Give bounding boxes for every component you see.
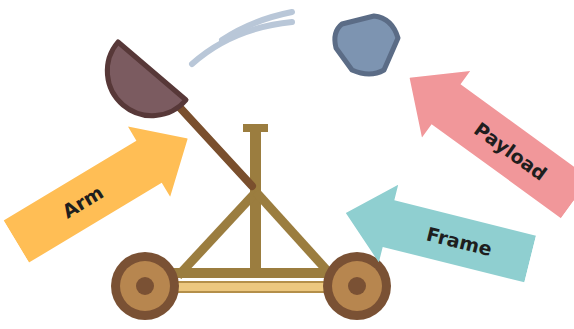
frame-cap — [243, 124, 268, 132]
arrow-fill — [385, 45, 574, 232]
wheel — [323, 252, 391, 320]
base-beam — [150, 268, 355, 278]
payload-rock — [335, 16, 398, 74]
arrow-fill — [0, 103, 209, 276]
text-area: Frame — [379, 185, 540, 298]
frame-brace — [178, 192, 256, 276]
frame-brace — [256, 192, 332, 276]
part-label: Arm — [58, 181, 106, 222]
arrow-fill — [336, 174, 540, 298]
arm-bucket — [107, 42, 186, 116]
part-label: Payload — [470, 118, 550, 184]
arrow-shape — [0, 103, 209, 276]
arrow-label: Arm — [0, 103, 209, 276]
part-label: Frame — [424, 223, 494, 259]
arrow-label: Payload — [385, 45, 574, 232]
motion-line — [222, 12, 292, 40]
arrow-label: Frame — [336, 174, 540, 298]
wheel — [111, 252, 179, 320]
